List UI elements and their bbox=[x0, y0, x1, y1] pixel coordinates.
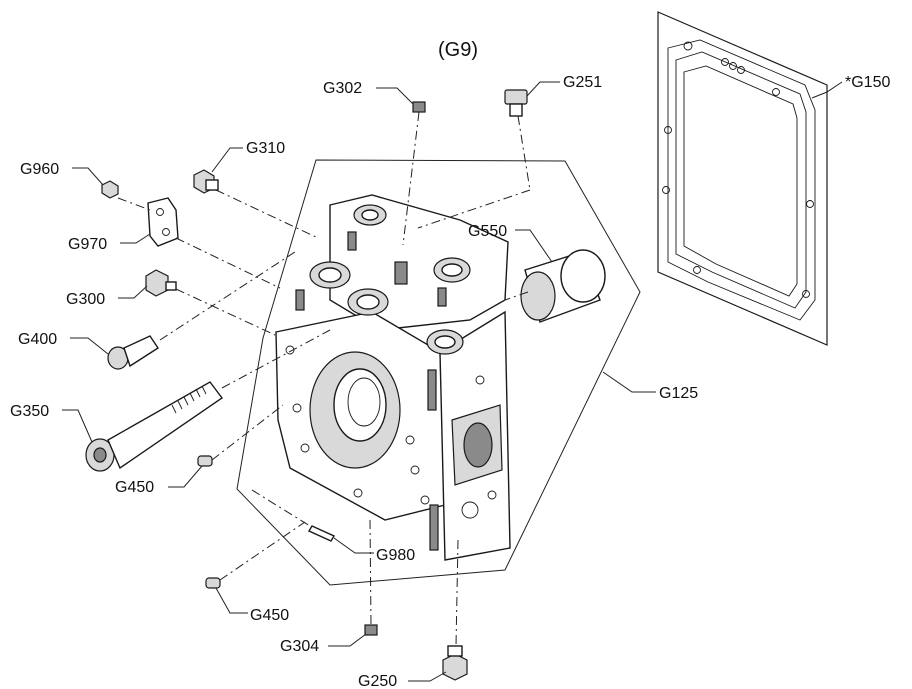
setscrew-g304 bbox=[364, 624, 378, 636]
pump-housing-block bbox=[275, 194, 511, 561]
callout-g350: G350 bbox=[10, 403, 49, 420]
callout-labels: G302 G251 *G150 G310 G960 G970 G550 G300… bbox=[10, 74, 890, 689]
plug-g250 bbox=[442, 645, 468, 681]
dowel-g450-upper bbox=[197, 455, 213, 467]
callout-g980: G980 bbox=[376, 547, 415, 564]
leader-lines bbox=[62, 81, 843, 682]
callout-g300: G300 bbox=[66, 291, 105, 308]
dowel-g450-lower bbox=[205, 577, 221, 589]
gasket-g150 bbox=[657, 11, 828, 346]
g125-group-outline bbox=[236, 159, 641, 586]
callout-g970: G970 bbox=[68, 236, 107, 253]
capscrew-g400 bbox=[107, 335, 159, 370]
setscrew-g302 bbox=[412, 101, 426, 113]
callout-g450-upper: G450 bbox=[115, 479, 154, 496]
plug-g300 bbox=[145, 269, 177, 297]
callout-g550: G550 bbox=[468, 223, 507, 240]
callout-g302: G302 bbox=[323, 80, 362, 97]
clip-g970 bbox=[147, 197, 179, 247]
callout-g250: G250 bbox=[358, 673, 397, 689]
callout-g400: G400 bbox=[18, 331, 57, 348]
pin-g980 bbox=[307, 525, 336, 542]
plug-g251 bbox=[504, 89, 528, 117]
plug-g310 bbox=[193, 169, 219, 194]
callout-g310: G310 bbox=[246, 140, 285, 157]
callout-g251: G251 bbox=[563, 74, 602, 91]
callout-g150: *G150 bbox=[845, 74, 890, 91]
callout-g450-lower: G450 bbox=[250, 607, 289, 624]
screw-g960 bbox=[101, 180, 119, 199]
callout-g125: G125 bbox=[659, 385, 698, 402]
bushing-g550 bbox=[520, 249, 606, 323]
callout-g960: G960 bbox=[20, 161, 59, 178]
capscrew-g350 bbox=[85, 381, 223, 472]
assembly-centerlines bbox=[117, 111, 531, 647]
diagram-title: (G9) bbox=[438, 39, 478, 61]
callout-g304: G304 bbox=[280, 638, 319, 655]
